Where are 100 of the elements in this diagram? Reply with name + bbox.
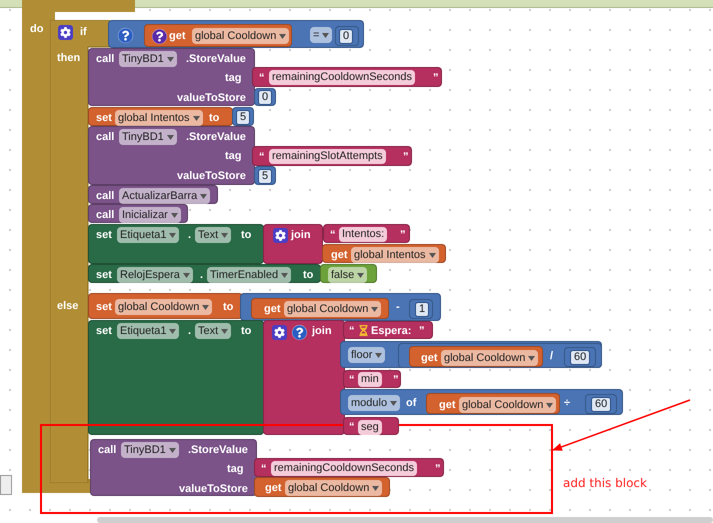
- code-block: [343, 417, 399, 435]
- block-label: .StoreValue: [186, 52, 246, 66]
- code-block: [343, 370, 401, 388]
- dropdown-field: global Cooldown: [441, 350, 538, 366]
- dropdown-field: global Cooldown: [285, 480, 382, 496]
- quote-mark: ”: [393, 373, 398, 387]
- block-label: Espera:: [371, 324, 412, 338]
- block-label: of: [406, 396, 416, 410]
- block-label: .: [188, 228, 192, 242]
- block-label: .: [200, 268, 204, 282]
- block-label: to: [241, 324, 252, 338]
- block-label: do: [30, 22, 44, 36]
- code-block: [340, 341, 602, 368]
- block-label: valueToStore: [177, 169, 246, 183]
- block-label: valueToStore: [179, 482, 248, 496]
- block-label: if: [80, 25, 87, 39]
- text-field: remainingSlotAttempts: [269, 149, 386, 164]
- code-block: [263, 224, 323, 264]
- quote-mark: “: [349, 420, 354, 434]
- code-block: [263, 320, 345, 435]
- text-field: remainingCooldownSeconds: [269, 70, 416, 85]
- text-field: remainingCooldownSeconds: [271, 461, 418, 476]
- dropdown-field: global Cooldown: [284, 301, 382, 317]
- highlight-box: [40, 424, 553, 514]
- quote-mark: ”: [433, 71, 438, 85]
- block-label: .StoreValue: [188, 443, 248, 457]
- block-label: tag: [225, 149, 242, 163]
- block-label: get: [421, 351, 438, 365]
- annotation-note: add this block: [563, 475, 647, 491]
- block-label: /: [550, 349, 554, 363]
- code-block: [343, 321, 433, 339]
- block-label: -: [396, 300, 400, 314]
- number-field: 0: [258, 90, 272, 105]
- code-block: [90, 439, 257, 496]
- text-field: seg: [358, 420, 382, 435]
- code-block: [252, 67, 442, 87]
- block-label: get: [331, 248, 348, 262]
- quote-mark: ”: [403, 150, 408, 164]
- number-field: 0: [339, 29, 354, 44]
- block-label: get: [169, 29, 186, 43]
- block-label: .: [188, 324, 192, 338]
- block-label: call: [98, 443, 116, 457]
- block-label: to: [209, 111, 220, 125]
- block-label: get: [264, 302, 280, 316]
- code-block: [254, 458, 444, 477]
- code-block: [340, 389, 623, 415]
- code-block: [254, 477, 390, 497]
- block-label: call: [96, 208, 114, 222]
- quote-mark: ”: [400, 228, 406, 242]
- code-block: [240, 293, 441, 321]
- code-block: [88, 320, 264, 435]
- block-label: tag: [225, 71, 242, 85]
- block-label: set: [96, 324, 112, 338]
- dropdown-field: modulo: [348, 395, 400, 411]
- block-label: valueToStore: [177, 91, 246, 105]
- block-label: then: [57, 51, 80, 65]
- block-label: set: [96, 228, 112, 242]
- code-block: [564, 347, 596, 367]
- code-block: [88, 204, 188, 223]
- text-field: Intentos:: [339, 227, 388, 242]
- quote-mark: “: [349, 324, 354, 338]
- dropdown-field: global Intentos: [115, 110, 203, 126]
- code-block: [88, 48, 255, 106]
- block-label: call: [96, 189, 114, 203]
- code-block: [88, 185, 218, 204]
- code-block: [398, 343, 602, 368]
- number-field: 5: [258, 169, 272, 184]
- text-field: min: [358, 372, 382, 387]
- quote-mark: “: [330, 228, 336, 242]
- dropdown-field: Inicializar: [119, 207, 181, 223]
- dropdown-field: TinyBD1: [121, 442, 179, 458]
- dropdown-field: TinyBD1: [119, 51, 177, 67]
- dropdown-field: ActualizarBarra: [119, 188, 210, 204]
- quote-mark: “: [259, 150, 264, 164]
- dropdown-field: floor: [348, 347, 386, 363]
- code-block: [409, 346, 543, 367]
- dropdown-field: global Cooldown: [115, 299, 212, 315]
- dropdown-field: Etiqueta1: [117, 227, 180, 243]
- dropdown-field: global Cooldown: [192, 28, 290, 44]
- code-block: [254, 166, 276, 185]
- dropdown-field: Etiqueta1: [117, 323, 180, 339]
- number-field: 5: [236, 110, 250, 125]
- dropdown-field: RelojEspera: [117, 267, 193, 283]
- code-block: [144, 24, 292, 47]
- dropdown-field: =: [310, 27, 332, 43]
- code-block: [88, 107, 233, 126]
- block-label: ÷: [564, 396, 570, 410]
- block-label: to: [303, 268, 314, 282]
- code-block: [88, 224, 264, 264]
- code-block: [320, 264, 377, 283]
- block-label: call: [96, 130, 114, 144]
- block-label: .StoreValue: [186, 130, 246, 144]
- dropdown-field: global Cooldown: [459, 397, 556, 413]
- quote-mark: ”: [419, 324, 424, 338]
- quote-mark: “: [349, 373, 354, 387]
- block-label: join: [291, 228, 311, 242]
- code-block: [335, 26, 359, 46]
- code-block: [88, 126, 255, 185]
- block-label: to: [223, 300, 234, 314]
- code-block: [254, 88, 276, 106]
